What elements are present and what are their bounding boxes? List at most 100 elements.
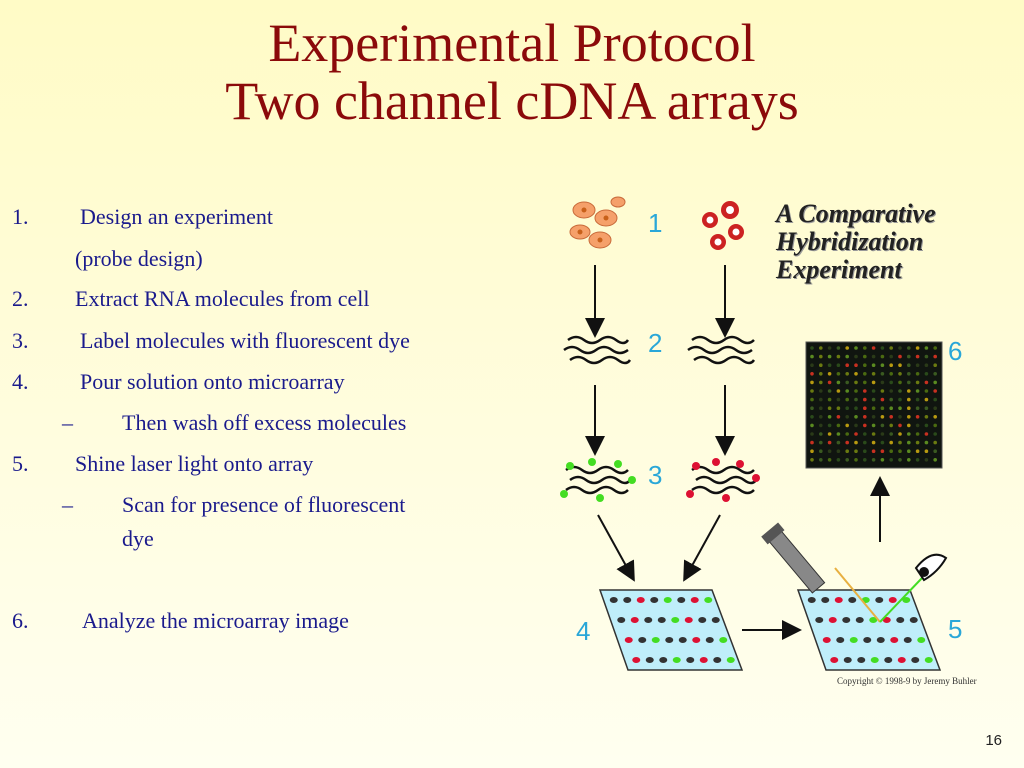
array-spot bbox=[857, 657, 866, 663]
scan-spot bbox=[836, 397, 841, 402]
scan-spot bbox=[889, 458, 893, 462]
array-spot bbox=[911, 657, 920, 663]
item-text: Extract RNA molecules from cell bbox=[75, 286, 370, 311]
scan-spot bbox=[836, 363, 841, 367]
scan-spot bbox=[898, 346, 902, 350]
scan-spot bbox=[880, 449, 885, 454]
scan-spot bbox=[924, 354, 929, 359]
array-spot bbox=[902, 597, 911, 603]
scan-spot bbox=[863, 449, 867, 454]
scan-spot bbox=[854, 449, 858, 454]
scan-spot bbox=[854, 415, 858, 419]
scan-spot bbox=[871, 449, 876, 454]
item-text: Then wash off excess molecules bbox=[122, 410, 407, 435]
scan-spot bbox=[871, 415, 876, 419]
scan-spot bbox=[907, 346, 911, 350]
array-spot bbox=[870, 657, 879, 663]
scan-spot bbox=[863, 389, 867, 393]
page-number: 16 bbox=[985, 732, 1002, 749]
scan-spot bbox=[819, 372, 823, 376]
scan-spot bbox=[863, 363, 867, 367]
scan-spot bbox=[898, 397, 902, 402]
array-spot bbox=[684, 617, 693, 623]
scan-spot bbox=[907, 380, 911, 385]
scan-spot bbox=[827, 449, 832, 454]
microarray-hybridized-icon bbox=[598, 589, 744, 671]
array-spot bbox=[903, 637, 912, 643]
array-spot bbox=[863, 637, 872, 643]
scan-spot bbox=[871, 458, 876, 462]
array-spot bbox=[869, 617, 878, 623]
scan-spot bbox=[845, 449, 849, 454]
scan-spot bbox=[915, 363, 920, 367]
array-spot bbox=[677, 597, 686, 603]
scan-spot bbox=[880, 372, 885, 376]
scan-spot bbox=[889, 432, 893, 436]
item-text: Scan for presence of fluorescent bbox=[122, 492, 406, 517]
scan-spot bbox=[907, 449, 911, 454]
scan-spot bbox=[836, 458, 841, 462]
scan-spot bbox=[810, 363, 814, 367]
item-text: Analyze the microarray image bbox=[82, 608, 349, 633]
scan-spot bbox=[854, 432, 858, 436]
scan-spot bbox=[889, 415, 893, 419]
scan-spot bbox=[915, 415, 920, 419]
scan-spot bbox=[810, 432, 814, 436]
scan-spot bbox=[907, 440, 911, 445]
array-spot bbox=[711, 617, 720, 623]
scan-spot bbox=[827, 406, 832, 410]
array-spot bbox=[671, 617, 680, 623]
scan-spot bbox=[845, 389, 849, 393]
scan-spot bbox=[924, 389, 929, 393]
scan-spot bbox=[907, 372, 911, 376]
scan-spot bbox=[924, 346, 929, 350]
array-spot bbox=[843, 657, 852, 663]
scan-spot bbox=[863, 354, 867, 359]
scan-spot bbox=[924, 432, 929, 436]
scan-spot bbox=[898, 440, 902, 445]
array-spot bbox=[848, 597, 857, 603]
scan-spot bbox=[907, 389, 911, 393]
scan-spot bbox=[827, 389, 832, 393]
scan-spot bbox=[889, 406, 893, 410]
array-spot bbox=[672, 657, 681, 663]
array-spot bbox=[807, 597, 816, 603]
scan-spot bbox=[845, 380, 849, 385]
scan-spot bbox=[827, 432, 832, 436]
scan-spot bbox=[871, 397, 876, 402]
scan-spot bbox=[880, 423, 885, 428]
item-dash: – bbox=[62, 410, 73, 435]
array-spot bbox=[699, 657, 708, 663]
array-spot bbox=[690, 597, 699, 603]
scan-spot bbox=[889, 449, 893, 454]
scan-spot bbox=[810, 397, 814, 402]
scan-spot bbox=[907, 363, 911, 367]
item-number: 5. bbox=[12, 451, 29, 476]
scan-spot bbox=[871, 363, 876, 367]
scan-spot bbox=[836, 440, 841, 445]
scan-spot bbox=[871, 389, 876, 393]
scan-spot bbox=[819, 354, 823, 359]
scan-spot bbox=[863, 397, 867, 402]
scan-spot bbox=[819, 380, 823, 385]
item-number: 6. bbox=[12, 608, 29, 633]
item-text: Design an experiment bbox=[80, 204, 274, 229]
step-label-3: 3 bbox=[648, 460, 663, 490]
scan-spot bbox=[915, 423, 920, 428]
scan-spot bbox=[871, 440, 876, 445]
scan-spot bbox=[898, 372, 902, 376]
scan-spot bbox=[863, 346, 867, 350]
slide-title: Experimental Protocol Two channel cDNA a… bbox=[0, 14, 1024, 130]
scan-spot bbox=[863, 406, 867, 410]
array-spot bbox=[678, 637, 687, 643]
scan-spot bbox=[819, 346, 823, 350]
scan-spot bbox=[880, 363, 885, 367]
scan-spot bbox=[845, 432, 849, 436]
array-spot bbox=[830, 657, 839, 663]
scan-spot bbox=[907, 406, 911, 410]
scan-spot bbox=[915, 440, 920, 445]
scan-spot bbox=[907, 423, 911, 428]
scan-spot bbox=[827, 458, 832, 462]
scan-spot bbox=[863, 380, 867, 385]
labeled-molecules-green-icon bbox=[560, 458, 636, 502]
